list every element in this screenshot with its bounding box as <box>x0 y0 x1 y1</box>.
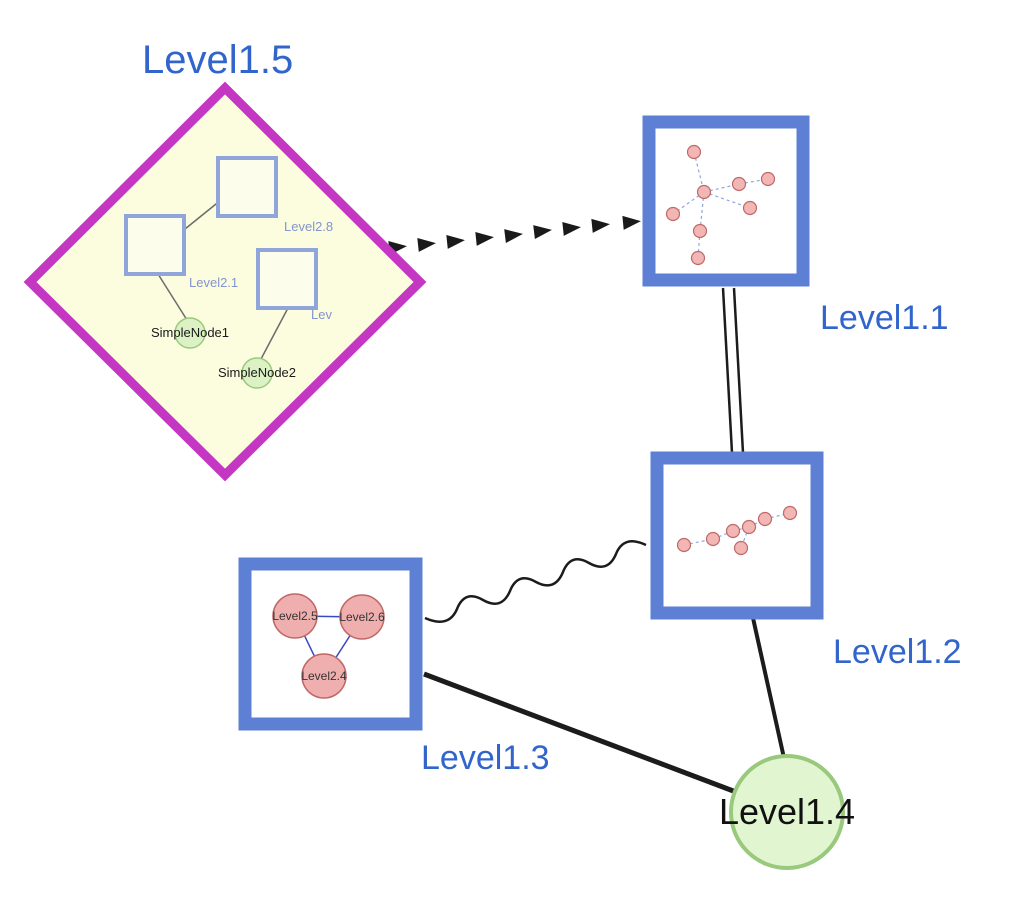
node-level2-1-square[interactable] <box>124 214 186 276</box>
node-simplenode1-circle[interactable] <box>174 317 206 349</box>
edge-level11-level12-double-line[interactable] <box>721 287 745 454</box>
node-level1-4-circle[interactable] <box>729 754 845 870</box>
label-level2-8: Level2.8 <box>284 219 334 234</box>
node-level1-1-square[interactable] <box>642 115 810 287</box>
label-level2-5: Level2.5 <box>272 609 318 623</box>
node-level2-5-circle[interactable] <box>272 593 318 639</box>
label-level2-6: Level2.6 <box>339 610 385 624</box>
label-simplenode2: SimpleNode2 <box>217 365 297 380</box>
node-simplenode2-circle[interactable] <box>241 357 273 389</box>
node-level2-4-circle[interactable] <box>301 653 347 699</box>
node-level2-8-square[interactable] <box>216 156 278 218</box>
level1-1-mini-graph-nodes[interactable] <box>665 144 776 266</box>
edge-level15-level11-dashed-arrow[interactable] <box>388 215 641 255</box>
node-level2-6-circle[interactable] <box>339 594 385 640</box>
label-level1-1: Level1.1 <box>820 299 949 337</box>
level1-2-mini-graph-nodes[interactable] <box>676 505 798 556</box>
edge-level13-level12-wavy[interactable] <box>424 540 647 623</box>
label-level2-1: Level2.1 <box>189 275 239 290</box>
label-level1-4: Level1.4 <box>718 791 856 832</box>
node-level2-x-square[interactable] <box>256 248 318 310</box>
edge-level12-level14[interactable] <box>751 617 786 759</box>
label-level1-2: Level1.2 <box>833 633 962 671</box>
edge-level13-level14[interactable] <box>423 671 737 795</box>
label-level1-5: Level1.5 <box>142 38 294 82</box>
label-level2-4: Level2.4 <box>301 669 347 683</box>
label-simplenode1: SimpleNode1 <box>150 325 230 340</box>
level1-5-inner-edges[interactable] <box>157 199 289 360</box>
label-level1-3: Level1.3 <box>421 739 550 777</box>
node-level1-5-diamond[interactable] <box>23 81 427 482</box>
node-level1-3-square[interactable] <box>238 557 423 731</box>
label-level2-x-truncated: Lev <box>311 307 332 322</box>
